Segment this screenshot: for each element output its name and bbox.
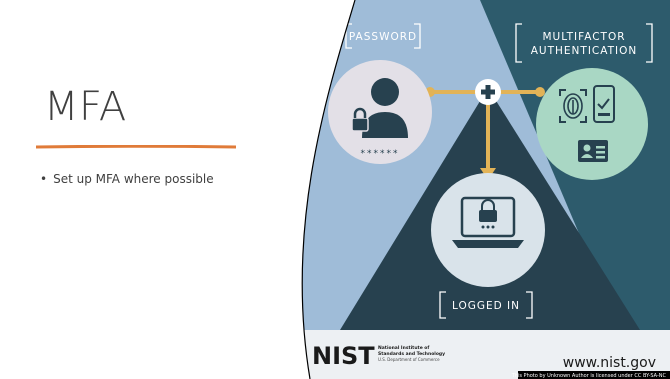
id-card-icon	[578, 140, 608, 162]
bullet-item: • Set up MFA where possible	[40, 172, 214, 186]
logged-in-circle	[431, 173, 545, 287]
nist-url: www.nist.gov	[563, 355, 656, 371]
mfa-circle	[536, 68, 648, 180]
photo-credit: This Photo by Unknown Author is licensed…	[511, 373, 667, 379]
user-lock-icon	[351, 78, 408, 138]
masked-password: ******	[361, 149, 400, 159]
nist-logo: NIST	[312, 342, 375, 370]
nist-org-line1: National Institute of	[378, 345, 429, 351]
fingerprint-icon	[559, 89, 587, 123]
nist-footer	[302, 330, 670, 379]
password-label: PASSWORD	[349, 31, 417, 43]
mfa-label-line1: MULTIFACTOR	[542, 31, 625, 43]
logged-in-label: LOGGED IN	[452, 300, 520, 312]
nist-org-line2: Standards and Technology	[378, 351, 445, 357]
phone-icon	[593, 85, 615, 123]
slide-title: MFA	[44, 84, 127, 130]
mfa-label-line2: AUTHENTICATION	[531, 45, 638, 57]
bullet-dot: •	[40, 172, 48, 186]
nist-org-line3: U.S. Department of Commerce	[378, 357, 440, 362]
plus-icon	[475, 79, 501, 105]
bullet-text: Set up MFA where possible	[53, 172, 214, 186]
laptop-lock-icon	[452, 196, 524, 248]
title-underline	[36, 145, 236, 149]
